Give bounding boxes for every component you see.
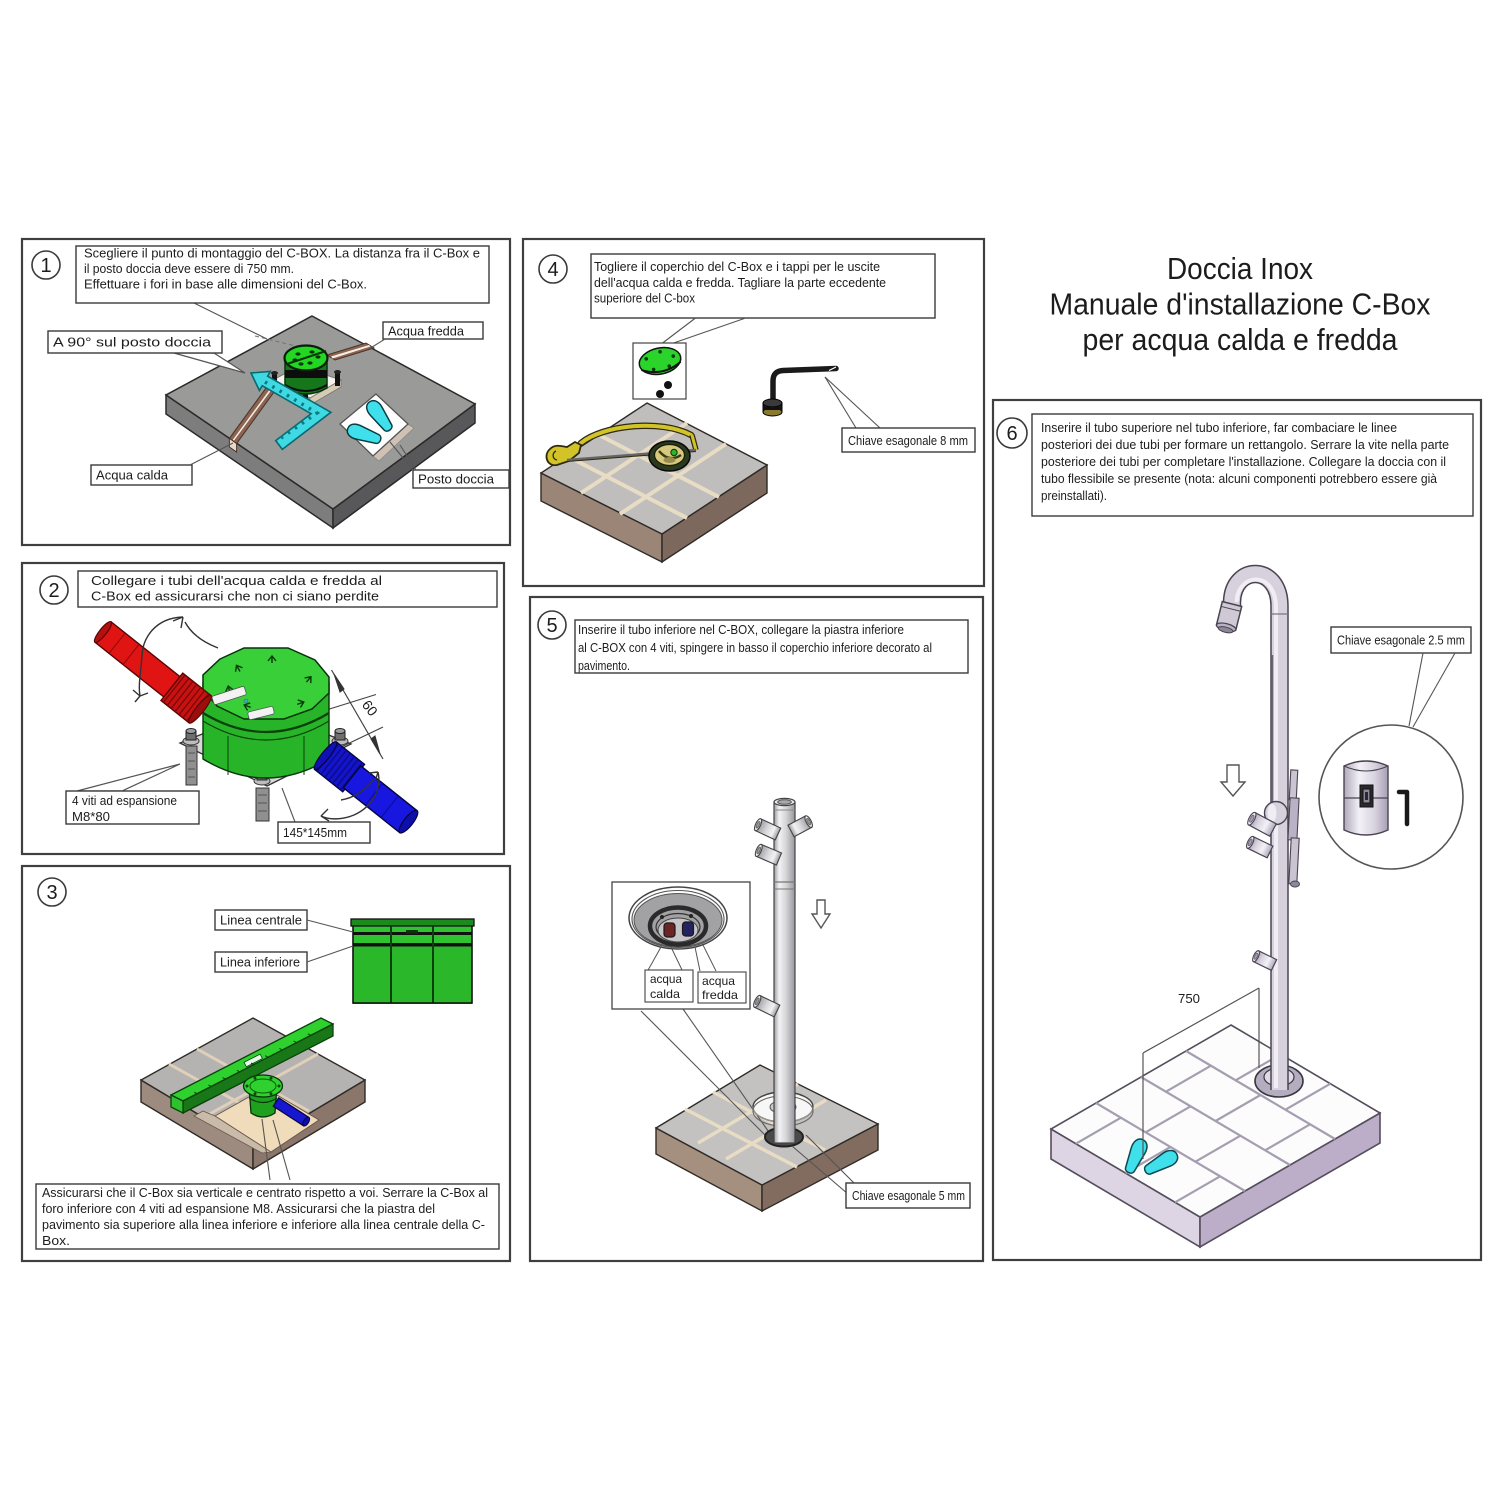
svg-text:acqua: acqua [650,972,682,986]
svg-text:preinstallati).: preinstallati). [1041,488,1107,503]
svg-text:pavimento sia superiore alla l: pavimento sia superiore alla linea infer… [42,1217,485,1232]
svg-text:Box.: Box. [42,1233,70,1248]
svg-text:Chiave esagonale 5 mm: Chiave esagonale 5 mm [852,1189,965,1203]
svg-text:Assicurarsi che il C-Box sia v: Assicurarsi che il C-Box sia verticale e… [42,1185,488,1200]
svg-text:foro inferiore con 4 viti ad e: foro inferiore con 4 viti ad espansione … [42,1201,435,1216]
svg-text:Acqua fredda: Acqua fredda [388,325,464,339]
svg-text:Chiave esagonale 8 mm: Chiave esagonale 8 mm [848,434,968,448]
svg-text:acqua: acqua [702,974,735,988]
svg-text:Linea inferiore: Linea inferiore [220,956,300,970]
svg-text:il posto doccia deve essere di: il posto doccia deve essere di 750 mm. [84,261,294,276]
svg-text:4: 4 [547,259,558,281]
svg-text:pavimento.: pavimento. [578,658,630,673]
svg-text:M8*80: M8*80 [72,810,110,824]
svg-text:Chiave esagonale 2.5 mm: Chiave esagonale 2.5 mm [1337,634,1465,648]
svg-text:superiore del C-box: superiore del C-box [594,291,695,306]
svg-text:4 viti ad espansione: 4 viti ad espansione [72,794,177,808]
svg-text:C-Box ed assicurarsi che non c: C-Box ed assicurarsi che non ci siano pe… [91,589,379,604]
svg-text:Manuale d'installazione C-Box: Manuale d'installazione C-Box [1050,287,1431,322]
svg-text:dell'acqua calda e fredda. Tag: dell'acqua calda e fredda. Tagliare la p… [594,275,886,290]
svg-text:fredda: fredda [702,988,738,1002]
svg-text:Togliere il coperchio del C-Bo: Togliere il coperchio del C-Box e i tapp… [594,259,880,274]
svg-text:6: 6 [1006,423,1017,445]
svg-text:5: 5 [546,615,557,637]
svg-text:Inserire il tubo inferiore nel: Inserire il tubo inferiore nel C-BOX, co… [578,622,904,637]
svg-text:calda: calda [650,987,680,1001]
svg-text:posteriore dei tubi per comple: posteriore dei tubi per completare l'ins… [1041,454,1446,469]
svg-text:145*145mm: 145*145mm [283,826,347,840]
svg-text:Inserire il tubo superiore nel: Inserire il tubo superiore nel tubo infe… [1041,420,1397,435]
svg-text:3: 3 [46,882,57,904]
svg-text:Scegliere il punto di montaggi: Scegliere il punto di montaggio del C-BO… [84,246,480,261]
svg-text:posteriori dei due tubi per fo: posteriori dei due tubi per formare un r… [1041,437,1449,452]
svg-text:al C-BOX con 4 viti, spingere: al C-BOX con 4 viti, spingere in basso i… [578,640,932,655]
svg-text:750: 750 [1178,991,1200,1006]
svg-text:Posto doccia: Posto doccia [418,473,494,487]
svg-text:2: 2 [48,580,59,602]
svg-text:Collegare i tubi dell'acqua ca: Collegare i tubi dell'acqua calda e fred… [91,573,382,588]
svg-text:A 90° sul posto doccia: A 90° sul posto doccia [53,336,211,350]
svg-text:Effettuare i fori in base alle: Effettuare i fori in base alle dimension… [84,277,367,292]
svg-text:Acqua calda: Acqua calda [96,469,168,483]
svg-text:1: 1 [40,255,51,277]
svg-text:Linea centrale: Linea centrale [220,914,302,928]
svg-text:Doccia Inox: Doccia Inox [1167,251,1313,286]
svg-text:per acqua calda e fredda: per acqua calda e fredda [1083,322,1399,357]
svg-text:tubo flessibile se presente (n: tubo flessibile se presente (nota: alcun… [1041,471,1438,486]
